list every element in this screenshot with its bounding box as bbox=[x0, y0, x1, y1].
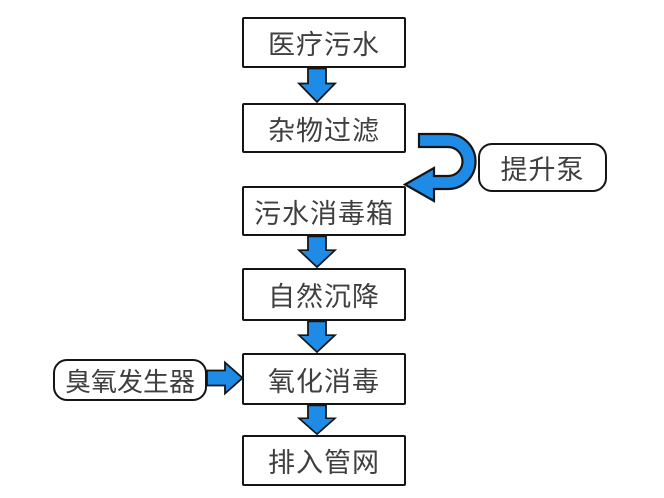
flow-node-discharge-to-pipe-network: 排入管网 bbox=[242, 435, 406, 486]
down-arrow-icon bbox=[296, 320, 338, 354]
flow-node-debris-filter: 杂物过滤 bbox=[242, 103, 406, 153]
down-arrow-icon bbox=[296, 67, 338, 104]
flow-node-oxidation-disinfection: 氧化消毒 bbox=[242, 353, 406, 405]
flow-node-sewage-disinfection-tank: 污水消毒箱 bbox=[242, 186, 406, 236]
flow-node-medical-sewage: 医疗污水 bbox=[242, 17, 406, 68]
down-arrow-icon bbox=[296, 235, 338, 269]
flow-node-natural-settling: 自然沉降 bbox=[242, 268, 406, 321]
flow-node-ozone-generator: 臭氧发生器 bbox=[53, 359, 207, 401]
u-turn-arrow-icon bbox=[402, 132, 477, 203]
right-arrow-icon bbox=[206, 360, 244, 396]
down-arrow-icon bbox=[296, 404, 338, 436]
flow-node-lift-pump: 提升泵 bbox=[478, 143, 607, 192]
